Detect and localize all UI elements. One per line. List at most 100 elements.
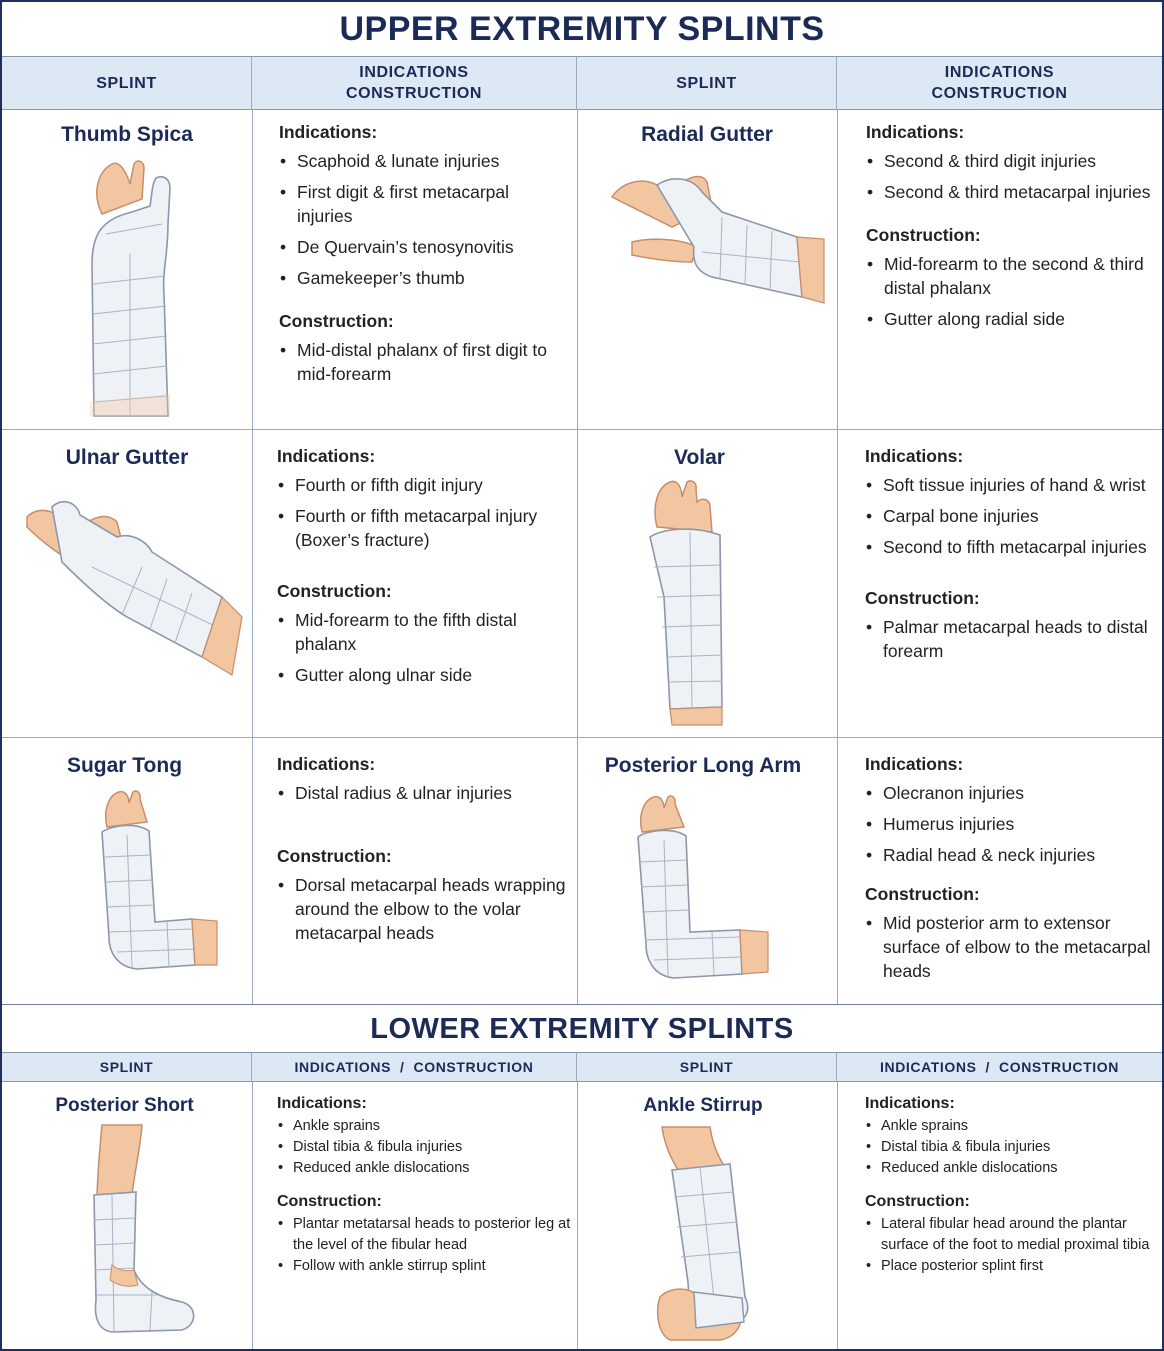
- bullet-item: Distal tibia & fibula injuries: [865, 1137, 1157, 1158]
- splint-name-thumb-spica: Thumb Spica: [61, 123, 193, 146]
- indications-label: Indications:: [866, 122, 965, 142]
- bullet-item: Ankle sprains: [277, 1116, 572, 1137]
- indications-list: Fourth or fifth digit injuryFourth or fi…: [277, 473, 572, 552]
- construction-label: Construction:: [866, 225, 981, 245]
- indications-label: Indications:: [277, 754, 376, 774]
- construction-list: Mid posterior arm to extensor surface of…: [865, 911, 1157, 983]
- bullet-item: Humerus injuries: [865, 812, 1157, 836]
- construction-label: Construction:: [865, 1193, 970, 1210]
- construction-list: Mid-distal phalanx of first digit to mid…: [279, 338, 569, 386]
- indications-label: Indications:: [865, 754, 964, 774]
- upper-header-indications-left: INDICATIONS CONSTRUCTION: [252, 56, 577, 110]
- indications-list: Olecranon injuriesHumerus injuriesRadial…: [865, 781, 1157, 867]
- grid-divider: [252, 110, 253, 1005]
- construction-list: Lateral fibular head around the plantar …: [865, 1214, 1157, 1277]
- ulnar-gutter-info: Indications: Fourth or fifth digit injur…: [277, 446, 572, 694]
- construction-label: Construction:: [865, 884, 980, 904]
- indications-label: Indications:: [865, 446, 964, 466]
- bullet-item: Distal radius & ulnar injuries: [277, 781, 572, 805]
- grid-divider: [2, 1004, 1162, 1005]
- ulnar-gutter-hand-icon: [26, 500, 243, 676]
- lower-header-splint-left: SPLINT: [2, 1052, 252, 1082]
- ankle-stirrup-info: Indications: Ankle sprainsDistal tibia &…: [865, 1095, 1157, 1277]
- grid-divider: [2, 429, 1162, 430]
- bullet-item: Fourth or fifth digit injury: [277, 473, 572, 497]
- bullet-item: Mid posterior arm to extensor surface of…: [865, 911, 1157, 983]
- grid-divider: [837, 1082, 838, 1349]
- bullet-item: Mid-forearm to the second & third distal…: [866, 252, 1156, 300]
- construction-label: Construction:: [865, 588, 980, 608]
- splint-name-posterior-short: Posterior Short: [55, 1095, 194, 1116]
- indications-list: Soft tissue injuries of hand & wristCarp…: [865, 473, 1157, 559]
- splint-name-ankle-stirrup: Ankle Stirrup: [643, 1095, 763, 1116]
- grid-divider: [837, 110, 838, 1005]
- construction-list: Dorsal metacarpal heads wrapping around …: [277, 873, 572, 945]
- bullet-item: Mid-forearm to the fifth distal phalanx: [277, 608, 572, 656]
- lower-header-indications-left: INDICATIONS / CONSTRUCTION: [252, 1052, 577, 1082]
- upper-section-title: UPPER EXTREMITY SPLINTS: [339, 10, 825, 48]
- sugar-tong-arm-icon: [101, 790, 218, 970]
- grid-divider: [577, 110, 578, 1005]
- bullet-item: Second & third digit injuries: [866, 149, 1156, 173]
- grid-divider: [577, 1082, 578, 1349]
- splint-name-ulnar-gutter: Ulnar Gutter: [65, 446, 189, 469]
- bullet-item: Scaphoid & lunate injuries: [279, 149, 569, 173]
- lower-header-splint-right: SPLINT: [577, 1052, 837, 1082]
- upper-header-splint-right: SPLINT: [577, 56, 837, 110]
- bullet-item: De Quervain’s tenosynovitis: [279, 235, 569, 259]
- splint-name-posterior-long-arm: Posterior Long Arm: [604, 754, 802, 777]
- bullet-item: Distal tibia & fibula injuries: [277, 1137, 572, 1158]
- splint-name-volar: Volar: [674, 446, 725, 469]
- posterior-long-arm-icon: [637, 795, 769, 979]
- construction-label: Construction:: [277, 846, 392, 866]
- thumb-spica-arm-icon: [90, 160, 171, 417]
- bullet-item: Soft tissue injuries of hand & wrist: [865, 473, 1157, 497]
- ankle-stirrup-leg-icon: [657, 1126, 749, 1341]
- lower-section-title: LOWER EXTREMITY SPLINTS: [370, 1013, 794, 1045]
- bullet-item: Carpal bone injuries: [865, 504, 1157, 528]
- radial-gutter-info: Indications: Second & third digit injuri…: [866, 122, 1156, 338]
- thumb-spica-info: Indications: Scaphoid & lunate injuriesF…: [279, 122, 569, 393]
- bullet-item: Fourth or fifth metacarpal injury (Boxer…: [277, 504, 572, 552]
- volar-arm-icon: [649, 480, 723, 726]
- construction-list: Plantar metatarsal heads to posterior le…: [277, 1214, 572, 1277]
- bullet-item: Reduced ankle dislocations: [865, 1158, 1157, 1179]
- upper-header-splint-left: SPLINT: [2, 56, 252, 110]
- bullet-item: Olecranon injuries: [865, 781, 1157, 805]
- indications-label: Indications:: [279, 122, 378, 142]
- bullet-item: Gamekeeper’s thumb: [279, 266, 569, 290]
- bullet-item: Radial head & neck injuries: [865, 843, 1157, 867]
- indications-list: Distal radius & ulnar injuries: [277, 781, 572, 805]
- construction-list: Palmar metacarpal heads to distal forear…: [865, 615, 1157, 663]
- bullet-item: Gutter along radial side: [866, 307, 1156, 331]
- splint-name-sugar-tong: Sugar Tong: [66, 754, 183, 777]
- construction-label: Construction:: [277, 1193, 382, 1210]
- bullet-item: Place posterior splint first: [865, 1256, 1157, 1277]
- radial-gutter-hand-icon: [610, 175, 825, 304]
- indications-list: Scaphoid & lunate injuriesFirst digit & …: [279, 149, 569, 290]
- bullet-item: Second to fifth metacarpal injuries: [865, 535, 1157, 559]
- bullet-item: Second & third metacarpal injuries: [866, 180, 1156, 204]
- bullet-item: Follow with ankle stirrup splint: [277, 1256, 572, 1277]
- bullet-item: Plantar metatarsal heads to posterior le…: [277, 1214, 572, 1256]
- bullet-item: First digit & first metacarpal injuries: [279, 180, 569, 228]
- posterior-long-arm-info: Indications: Olecranon injuriesHumerus i…: [865, 754, 1157, 990]
- posterior-short-leg-icon: [93, 1124, 195, 1333]
- indications-label: Indications:: [277, 446, 376, 466]
- indications-list: Ankle sprainsDistal tibia & fibula injur…: [865, 1116, 1157, 1179]
- bullet-item: Dorsal metacarpal heads wrapping around …: [277, 873, 572, 945]
- volar-info: Indications: Soft tissue injuries of han…: [865, 446, 1157, 670]
- construction-list: Mid-forearm to the second & third distal…: [866, 252, 1156, 331]
- sugar-tong-info: Indications: Distal radius & ulnar injur…: [277, 754, 572, 952]
- bullet-item: Palmar metacarpal heads to distal forear…: [865, 615, 1157, 663]
- grid-divider: [252, 1082, 253, 1349]
- splint-name-radial-gutter: Radial Gutter: [641, 123, 773, 146]
- construction-label: Construction:: [279, 311, 394, 331]
- grid-divider: [2, 737, 1162, 738]
- bullet-item: Mid-distal phalanx of first digit to mid…: [279, 338, 569, 386]
- indications-label: Indications:: [865, 1095, 955, 1112]
- indications-label: Indications:: [277, 1095, 367, 1112]
- construction-list: Mid-forearm to the fifth distal phalanxG…: [277, 608, 572, 687]
- bullet-item: Lateral fibular head around the plantar …: [865, 1214, 1157, 1256]
